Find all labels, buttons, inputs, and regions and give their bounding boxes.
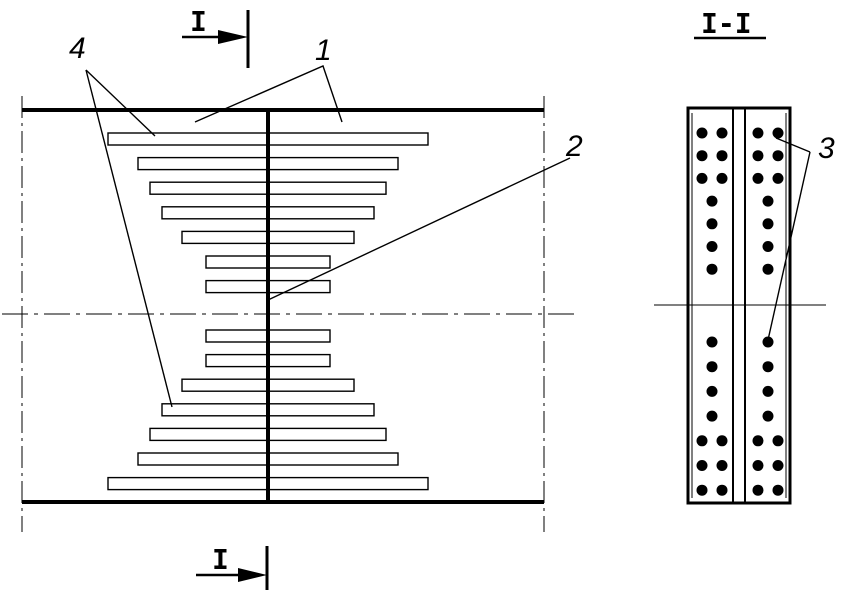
leader-lines — [85, 65, 811, 408]
bolt-hole — [716, 484, 728, 496]
bolt-hole — [716, 460, 728, 471]
bolt-hole — [752, 127, 764, 139]
bolt-hole — [762, 336, 774, 348]
bolt-hole — [752, 460, 764, 471]
bolt-hole — [716, 172, 728, 184]
bolt-hole — [706, 361, 718, 373]
leader-bars — [194, 65, 343, 123]
bolt-hole — [762, 385, 774, 397]
callout-label-bars: 1 — [315, 34, 332, 67]
bolt-hole — [762, 361, 774, 373]
bolt-hole — [752, 150, 764, 162]
bolt-hole — [772, 172, 784, 184]
section-marker-top: I — [182, 5, 250, 68]
leader-pad-top — [85, 69, 156, 137]
callout-label-pads: 4 — [69, 32, 86, 65]
section-view: I-I — [654, 7, 826, 505]
section-arrow-bottom — [238, 568, 267, 582]
bolt-hole — [762, 195, 774, 207]
bolt-hole — [696, 484, 708, 496]
bolt-hole — [762, 218, 774, 230]
bolt-hole — [772, 484, 784, 496]
section-marker-bottom: I — [196, 543, 269, 590]
bolt-hole — [696, 127, 708, 139]
bolt-hole — [772, 150, 784, 162]
bolt-hole — [706, 263, 718, 275]
bolt-hole — [762, 263, 774, 275]
bolt-hole — [752, 172, 764, 184]
bolt-hole — [752, 435, 764, 447]
bolt-hole — [706, 385, 718, 397]
section-title: I-I — [701, 7, 752, 40]
section-mark-top-label: I — [190, 5, 207, 38]
main-view — [2, 96, 578, 532]
callout-label-bolts: 3 — [818, 132, 835, 165]
bolt-hole — [716, 435, 728, 447]
bolt-hole — [772, 435, 784, 447]
leader-pad-bottom — [85, 69, 173, 408]
bolt-pattern — [696, 127, 784, 496]
leader-bolts-top — [775, 137, 811, 153]
bolt-hole — [752, 484, 764, 496]
bolt-hole — [716, 150, 728, 162]
bolt-hole — [762, 410, 774, 422]
section-mark-bottom-label: I — [212, 543, 229, 576]
bolt-hole — [706, 195, 718, 207]
bolt-hole — [696, 435, 708, 447]
bolt-hole — [706, 241, 718, 252]
callout-label-weld: 2 — [565, 130, 583, 163]
bolt-hole — [696, 172, 708, 184]
bolt-hole — [696, 460, 708, 471]
bolt-hole — [706, 410, 718, 422]
bolt-hole — [772, 460, 784, 471]
bolt-hole — [716, 127, 728, 139]
bolt-hole — [706, 218, 718, 230]
leader-weld — [267, 157, 571, 301]
bolt-hole — [706, 336, 718, 348]
bolt-hole — [762, 241, 774, 252]
bolt-hole — [772, 127, 784, 139]
section-arrow-top — [218, 30, 248, 44]
bolt-hole — [696, 150, 708, 162]
